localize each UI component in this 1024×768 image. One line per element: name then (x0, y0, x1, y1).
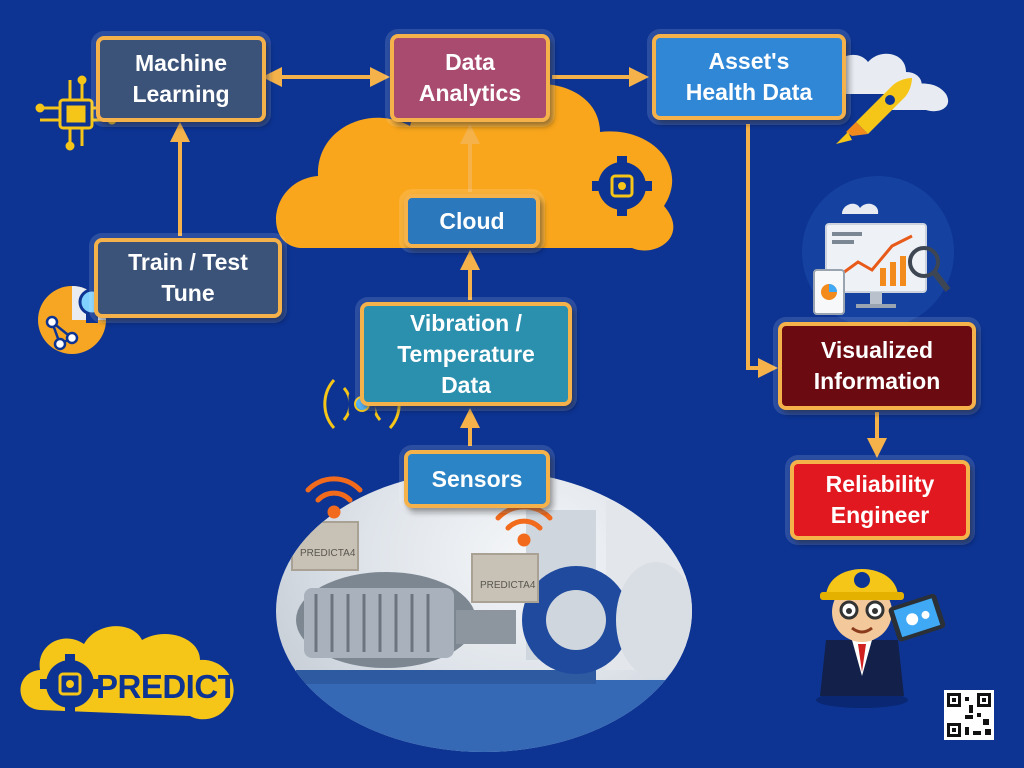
cloud-shape (276, 84, 674, 251)
node-sensors-label: Sensors (431, 465, 523, 492)
node-visualized-label: Visualized Information (813, 337, 941, 394)
node-train-test-label: Train / Test Tune (128, 249, 248, 306)
node-cloud: Cloud (404, 194, 540, 248)
node-visualized-information: Visualized Information (778, 322, 976, 410)
engineer-avatar-icon (816, 569, 946, 708)
dashboard-analytics-icon (802, 176, 954, 328)
node-train-test: Train / Test Tune (94, 238, 282, 318)
rocket-cloud-icon (823, 53, 949, 144)
node-data-analytics-label: Data Analytics (418, 49, 522, 106)
node-reliability-engineer: Reliability Engineer (790, 460, 970, 540)
node-vibration-label: Vibration / Temperature Data (397, 309, 535, 398)
chip-brain-icon (35, 75, 117, 151)
node-machine-learning: Machine Learning (96, 36, 266, 122)
sensor-box-label-left: PREDICTA4 (300, 548, 356, 559)
logo-wordmark: PREDICTA4 (96, 668, 277, 705)
sensor-box-label-right: PREDICTA4 (480, 580, 536, 591)
lightbulb-network-icon (38, 286, 106, 354)
connector-health-visualized (746, 124, 778, 378)
gear-signal-icon (592, 156, 652, 216)
node-vibration-temperature: Vibration / Temperature Data (360, 302, 572, 406)
node-cloud-label: Cloud (439, 207, 505, 234)
node-asset-health-label: Asset's Health Data (685, 48, 813, 105)
machinery-photo: PREDICTA4 PREDICTA4 (276, 470, 692, 752)
qr-code-icon (944, 690, 994, 740)
node-asset-health: Asset's Health Data (652, 34, 846, 120)
logo-gear-icon (40, 654, 100, 714)
node-sensors: Sensors (404, 450, 550, 508)
node-data-analytics: Data Analytics (390, 34, 550, 122)
node-reliability-label: Reliability Engineer (825, 471, 935, 528)
node-machine-learning-label: Machine Learning (132, 50, 230, 107)
